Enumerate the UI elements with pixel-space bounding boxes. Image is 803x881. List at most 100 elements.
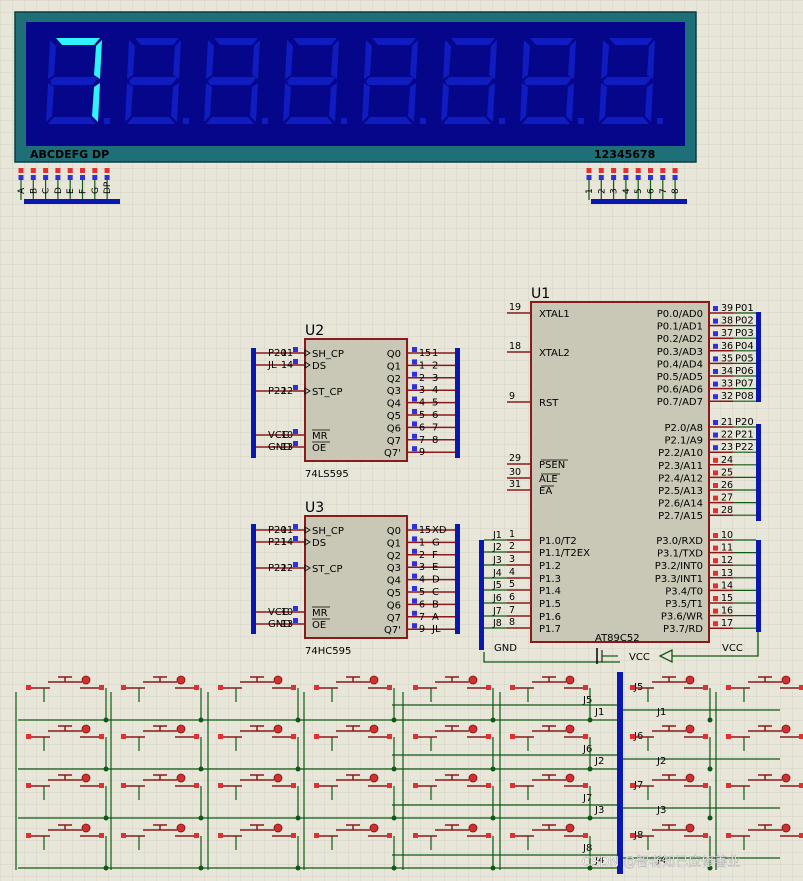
push-button[interactable]	[121, 724, 204, 772]
watermark: CSDN @智者知已应修善业	[582, 854, 740, 870]
u1-net-label: J4	[492, 568, 502, 579]
u2-right-bus	[455, 348, 460, 458]
net-label: 4	[432, 385, 438, 396]
net-label: XD	[432, 525, 447, 536]
push-button[interactable]	[630, 823, 713, 871]
pin-number: 6	[419, 599, 425, 610]
segment-g	[50, 77, 98, 85]
push-button[interactable]	[218, 773, 301, 821]
push-button[interactable]	[630, 675, 713, 723]
segment-c	[645, 83, 653, 122]
push-button[interactable]	[510, 773, 593, 821]
segment-b	[331, 40, 339, 79]
pin-name: Q7'	[384, 625, 401, 636]
keypad-row-label: J1	[594, 707, 604, 718]
u2-shift-register[interactable]: U2 74LS595	[304, 323, 408, 480]
pin-name: Q5	[387, 411, 401, 422]
net-label: 5	[432, 398, 438, 409]
pin-name: SH_CP	[312, 526, 344, 537]
u1-part: AT89C52	[595, 633, 640, 644]
push-button[interactable]	[26, 773, 109, 821]
segment-g	[208, 77, 256, 85]
u1-net-label: J5	[492, 580, 502, 591]
push-button[interactable]	[121, 773, 204, 821]
u1-pin-name: P3.6/WR	[661, 612, 703, 623]
pin-name: DS	[312, 538, 326, 549]
seven-segment-display[interactable]: ABCDEFG DP 12345678	[14, 11, 697, 163]
u3-shift-register[interactable]: U3 74HC595	[304, 500, 408, 657]
push-button[interactable]	[218, 675, 301, 723]
push-button[interactable]	[630, 773, 713, 821]
segment-f	[364, 40, 372, 79]
pin-number: 12	[281, 386, 293, 397]
u1-net-label: J1	[492, 530, 502, 541]
u1-microcontroller[interactable]: U1 AT89C52	[530, 286, 710, 644]
push-button[interactable]	[726, 773, 803, 821]
u1-pin-number: 29	[509, 453, 521, 464]
u1-pin-name: P3.7/RD	[663, 624, 703, 635]
u3-right-bus	[455, 524, 460, 634]
push-button[interactable]	[726, 823, 803, 871]
push-button[interactable]	[413, 773, 496, 821]
segment-bus	[24, 199, 120, 204]
push-button[interactable]	[26, 724, 109, 772]
push-button[interactable]	[218, 724, 301, 772]
u1-net-label: J3	[492, 555, 502, 566]
u1-pin-number: 32	[721, 391, 733, 402]
net-label: 3	[432, 373, 438, 384]
net-label: P20	[268, 348, 287, 359]
u1-pin-number: 25	[721, 467, 733, 478]
push-button[interactable]	[314, 823, 397, 871]
u1-net-label: P06	[735, 366, 754, 377]
segment-a	[214, 38, 258, 45]
segment-g	[287, 77, 335, 85]
keypad-col-label: J6	[582, 744, 592, 755]
push-button[interactable]	[314, 773, 397, 821]
pin-name: ST_CP	[312, 564, 342, 575]
pin-label: 5	[634, 188, 644, 194]
pin-name: Q4	[387, 399, 401, 410]
u1-pin-name: P2.2/A10	[658, 448, 703, 459]
push-button[interactable]	[510, 675, 593, 723]
push-button[interactable]	[314, 724, 397, 772]
push-button[interactable]	[26, 823, 109, 871]
u2-ref: U2	[305, 323, 324, 339]
push-button[interactable]	[413, 724, 496, 772]
u1-pin-number: 28	[721, 505, 733, 516]
segment-b	[252, 40, 260, 79]
pin-label: 4	[622, 188, 632, 194]
push-button[interactable]	[726, 675, 803, 723]
push-button[interactable]	[413, 675, 496, 723]
u1-pin-name: P0.0/AD0	[657, 309, 703, 320]
u1-pin-name: P3.4/T0	[665, 586, 703, 597]
push-button[interactable]	[630, 724, 713, 772]
u1-pin-name: P0.3/AD3	[657, 347, 703, 358]
u1-pin-name: P1.0/T2	[539, 536, 577, 547]
push-button[interactable]	[510, 823, 593, 871]
u1-pin-number: 22	[721, 430, 733, 441]
u1-pin-number: 34	[721, 366, 733, 377]
segment-d	[206, 117, 254, 124]
push-button[interactable]	[726, 724, 803, 772]
pin-number: 3	[419, 562, 425, 573]
push-button[interactable]	[121, 823, 204, 871]
segment-c	[408, 83, 416, 122]
push-button[interactable]	[314, 675, 397, 723]
u3-ref: U3	[305, 500, 324, 516]
pin-name: Q1	[387, 361, 401, 372]
segment-g	[366, 77, 414, 85]
keypad-row-label: J3	[594, 805, 604, 816]
push-button[interactable]	[510, 724, 593, 772]
push-button[interactable]	[121, 675, 204, 723]
segment-e	[599, 83, 607, 122]
segment-b	[410, 40, 418, 79]
u2-left-bus	[251, 348, 256, 458]
push-button[interactable]	[26, 675, 109, 723]
segment-c	[487, 83, 495, 122]
u1-pin-number: 27	[721, 493, 733, 504]
button-matrix[interactable]: J1J1J5J5J2J2J6J6J3J3J7J7J4J4J8J8	[15, 675, 803, 871]
push-button[interactable]	[218, 823, 301, 871]
push-button[interactable]	[413, 823, 496, 871]
net-label: VCC	[268, 607, 289, 618]
net-label: JL	[431, 624, 441, 635]
